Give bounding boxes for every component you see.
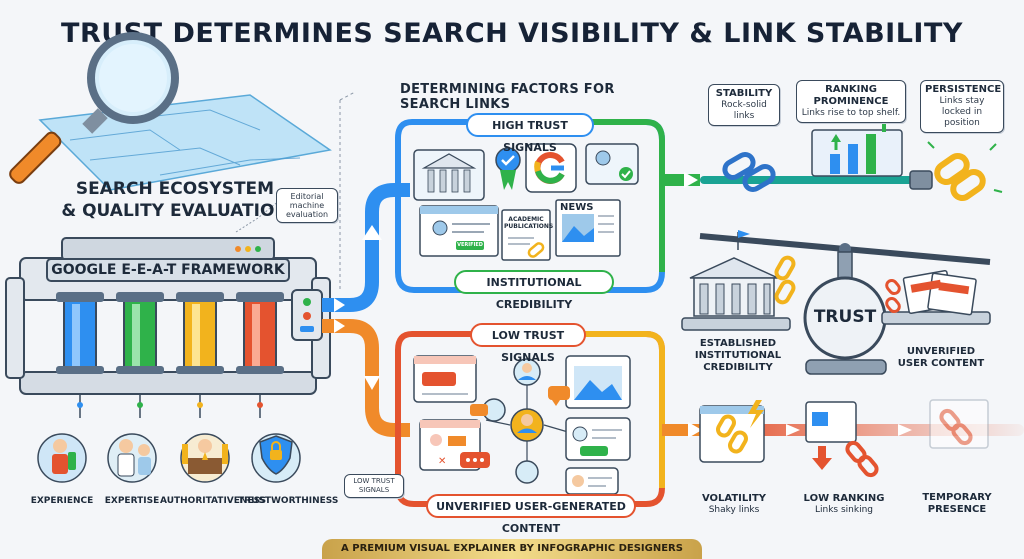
profile-card-icon [585,143,639,185]
volatility-desc: Shaky links [708,505,760,515]
trustworthiness-icon [251,433,301,483]
eeat-framework-label: GOOGLE E-E-A-T FRAMEWORK [46,258,290,282]
low-trust-signals-pill: LOW TRUST SIGNALS [470,323,586,364]
academic-publications-label: ACADEMIC PUBLICATIONS [504,216,554,230]
pillar-experience [56,292,104,374]
ranking-prominence-desc: Links rise to top shelf. [801,108,901,118]
footer-banner: A PREMIUM VISUAL EXPLAINER BY INFOGRAPHI… [322,539,702,559]
high-trust-content [413,143,639,261]
unverified-papers-icon [885,270,977,316]
expertise-icon [107,433,157,483]
google-icon [525,143,577,193]
persistence-title: PERSISTENCE [925,84,1002,95]
network-avatar-hub [482,385,569,484]
stability-desc: Rock-solid links [721,100,767,121]
user-card-icon [565,467,619,495]
established-credibility-label: ESTABLISHED INSTITUTIONAL CREDIBILITY [694,338,782,373]
pillar-authoritativeness [176,292,224,374]
profile-document-icon [419,205,499,257]
news-icon [555,199,621,257]
trust-label: TRUST [813,307,877,327]
experience-icon [37,433,87,483]
chat-window-icon-3 [565,417,631,461]
pillar-label-experience: EXPERIENCE [30,496,94,506]
volatility-label: VOLATILITY Shaky links [694,492,774,516]
ranking-bars-icon [811,106,903,177]
speech-bubble-icon [470,386,570,416]
editorial-note: Editorial machine evaluation [276,188,338,223]
stability-title: STABILITY [715,88,773,99]
locked-chain-icon [927,141,1003,202]
verified-label: VERIFIED [457,242,483,248]
image-card-icon [565,355,631,409]
persistence-desc: Links stay locked in position [939,96,985,128]
ranking-prominence-callout: RANKING PROMINENCE Links rise to top she… [796,80,906,123]
temporary-presence-title: TEMPORARY PRESENCE [922,492,992,515]
university-icon [413,149,485,201]
gold-chain-icon [774,255,796,305]
institutional-credibility-pill: INSTITUTIONAL CREDIBILITY [454,270,614,311]
chain-link-icon [722,152,776,193]
low-ranking-title: LOW RANKING [803,493,885,504]
ranking-prominence-title: RANKING PROMINENCE [813,84,889,107]
pillar-expertise [116,292,164,374]
volatility-title: VOLATILITY [701,493,767,504]
unverified-user-content-label: UNVERIFIED USER CONTENT [897,346,985,369]
chat-window-icon-2: ✕ [419,419,490,471]
magnifier-icon [9,32,179,184]
balance-scale [681,230,991,375]
verified-badge-icon [495,147,521,190]
unverified-ugc-pill: UNVERIFIED USER-GENERATED CONTENT [426,494,636,535]
stability-callout: STABILITY Rock-solid links [708,84,780,126]
high-trust-signals-pill: HIGH TRUST SIGNALS [466,113,594,154]
ecosystem-title: SEARCH ECOSYSTEM & QUALITY EVALUATION [60,178,290,222]
low-trust-side-note: LOW TRUST SIGNALS [344,474,404,498]
temporary-presence-icon [929,399,989,449]
authoritativeness-icon [180,433,230,483]
institution-building-icon [689,257,779,317]
low-trust-side-note-text: LOW TRUST SIGNALS [353,477,395,494]
ecosystem-title-line2: & QUALITY EVALUATION [61,201,289,221]
news-label: NEWS [560,202,594,213]
svg-text:✕: ✕ [438,456,446,467]
persistence-callout: PERSISTENCE Links stay locked in positio… [920,80,1004,133]
chat-window-icon-1 [413,355,477,403]
router-device [291,289,323,341]
volatility-chain-icon [699,400,765,463]
low-ranking-desc: Links sinking [814,505,873,515]
factors-heading: DETERMINING FACTORS FOR SEARCH LINKS [400,82,615,112]
pillar-label-trustworthiness: TRUSTWORTHINESS [238,496,339,506]
academic-paper-icon [501,209,551,261]
avatar-icon-1 [513,358,541,386]
low-ranking-label: LOW RANKING Links sinking [802,492,886,516]
circuit-board-illustration [38,94,332,191]
pillar-trustworthiness [236,292,284,374]
temporary-presence-label: TEMPORARY PRESENCE [914,492,1000,516]
pillar-label-expertise: EXPERTISE [104,496,160,506]
pillar-label-authoritativeness: AUTHORITATIVENESS [160,496,267,506]
page-title: TRUST DETERMINES SEARCH VISIBILITY & LIN… [61,18,963,49]
ecosystem-title-line1: SEARCH ECOSYSTEM [75,179,275,199]
editorial-note-text: Editorial machine evaluation [285,192,329,219]
low-ranking-icon [805,401,879,478]
low-trust-content: ✕ [413,355,631,495]
